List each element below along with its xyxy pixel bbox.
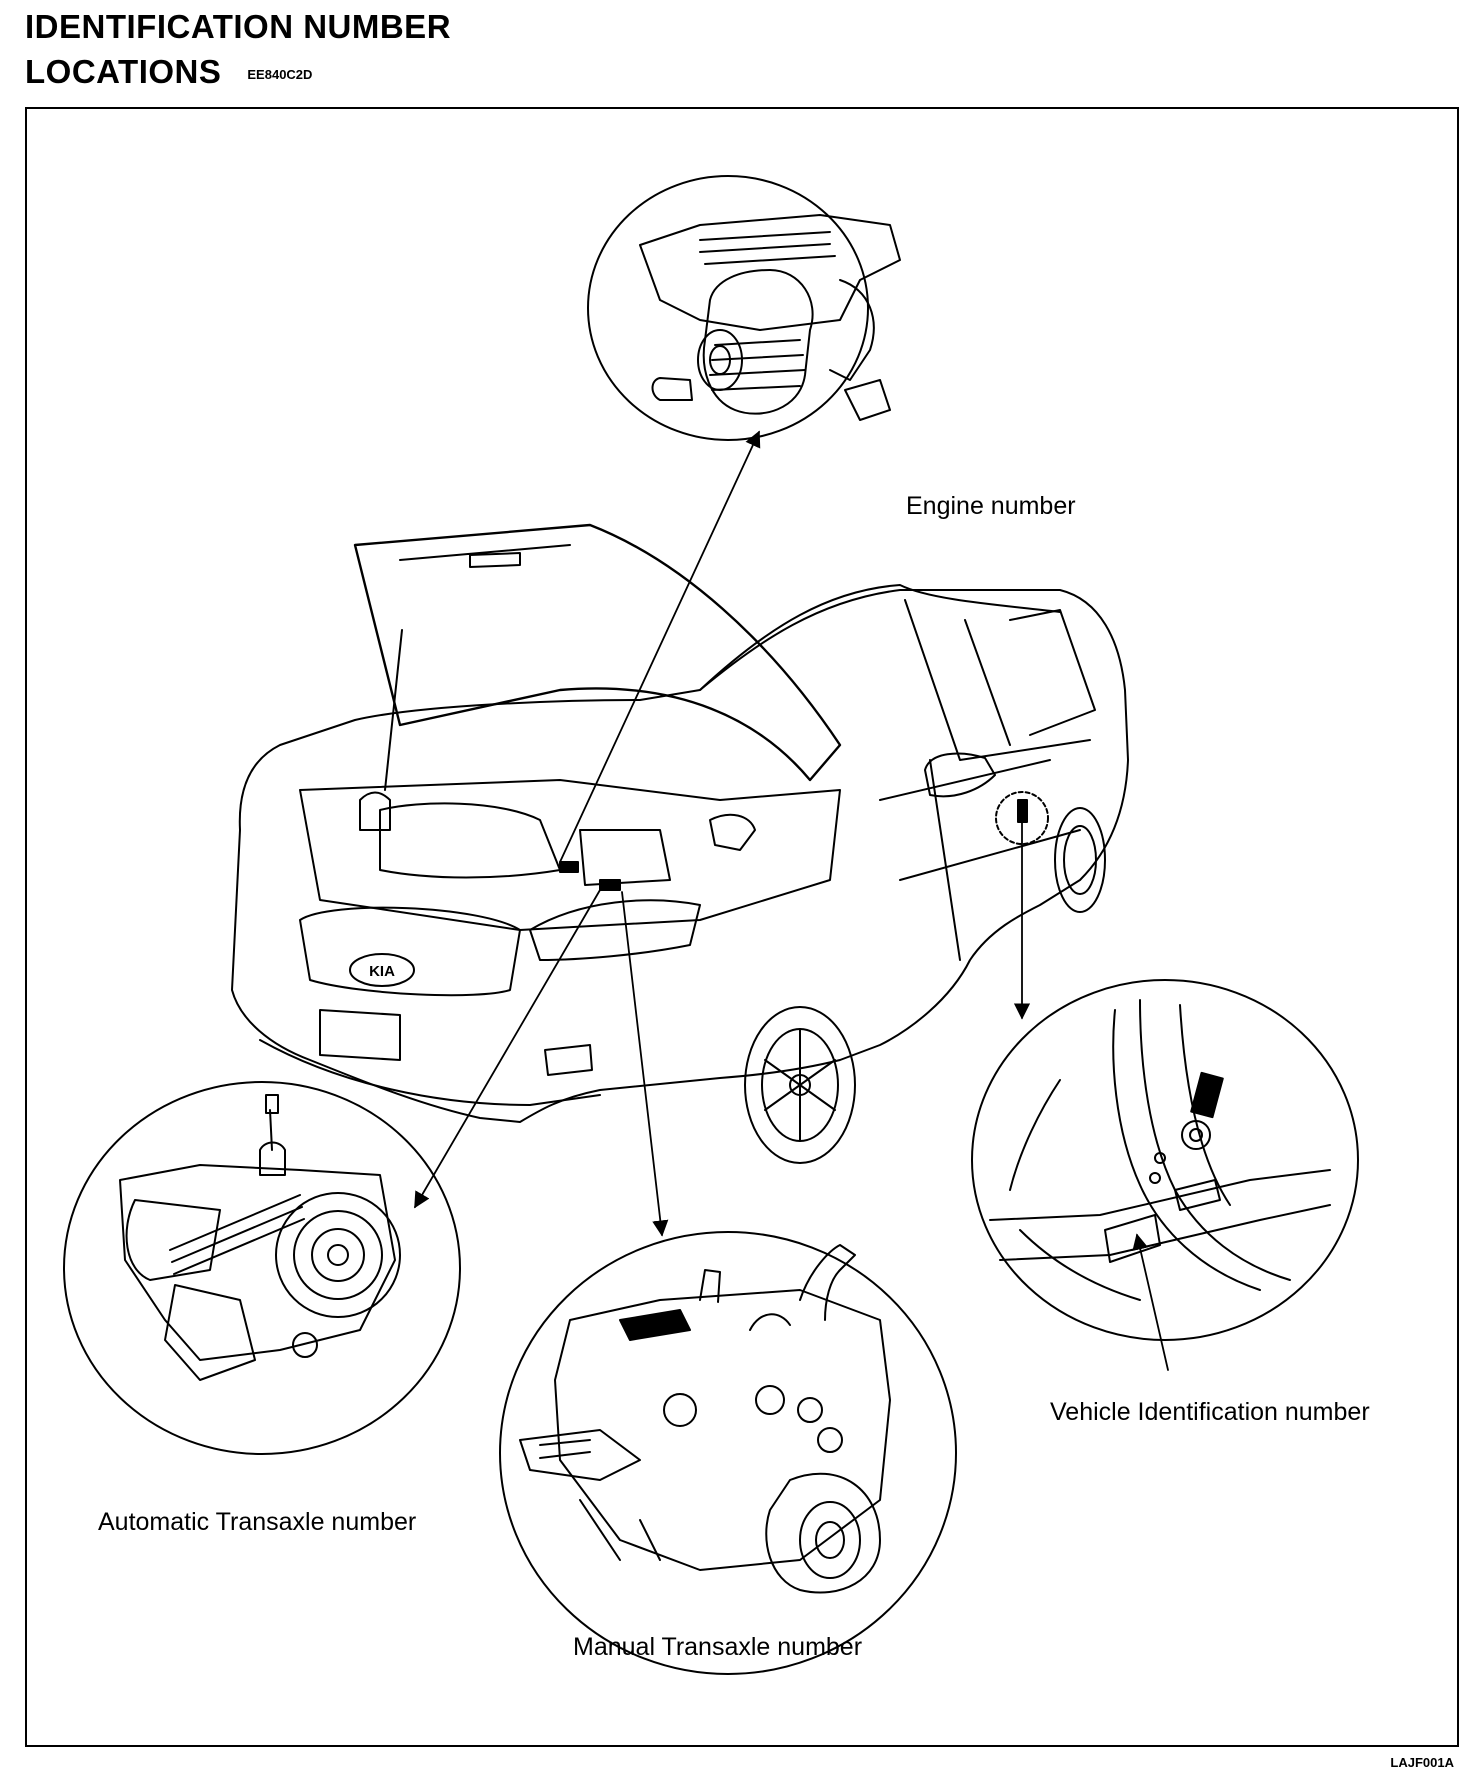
document-code: EE840C2D — [247, 67, 313, 82]
leader-arrows — [414, 430, 1169, 1371]
manual-transaxle-label: Manual Transaxle number — [573, 1633, 863, 1661]
vin-label: Vehicle Identification number — [1050, 1398, 1370, 1426]
page-title: IDENTIFICATION NUMBER — [25, 10, 451, 43]
car-illustration: KIA — [231, 523, 1129, 1164]
engine-arrow — [559, 430, 761, 863]
engine-number-label: Engine number — [906, 492, 1076, 520]
vin-plate-arrow — [1132, 1233, 1169, 1371]
page-subtitle: LOCATIONS EE840C2D — [25, 55, 312, 88]
vin-detail — [971, 979, 1359, 1341]
manual-transaxle-detail — [499, 1231, 957, 1675]
title-line-2: LOCATIONS — [25, 53, 222, 90]
kia-logo: KIA — [369, 963, 395, 980]
automatic-transaxle-label: Automatic Transaxle number — [98, 1508, 417, 1536]
automatic-transaxle-arrow — [414, 889, 601, 1209]
automatic-transaxle-detail — [63, 1081, 461, 1455]
manual-transaxle-arrow — [621, 891, 669, 1237]
engine-detail — [587, 175, 901, 441]
figure-id: LAJF001A — [1390, 1755, 1454, 1770]
diagram-frame — [25, 107, 1459, 1747]
title-line-1: IDENTIFICATION NUMBER — [25, 8, 452, 45]
